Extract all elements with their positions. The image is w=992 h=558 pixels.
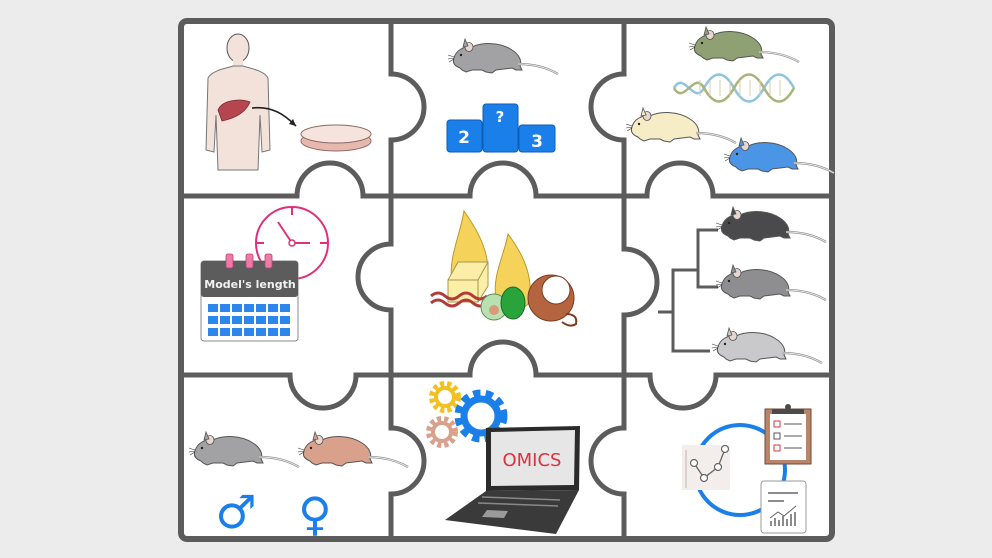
gear-icon [454, 389, 508, 443]
podium-icon: 2 ? 3 [446, 103, 556, 153]
avocado-icon [480, 286, 526, 321]
panel-model-length: Model's length [200, 206, 329, 342]
gear-icon [426, 416, 458, 448]
coconut-icon [527, 274, 578, 327]
line-chart-icon [682, 444, 730, 490]
panel-omics: OMICS [426, 381, 580, 534]
gear-icon [429, 381, 461, 413]
petri-dish-icon [300, 124, 372, 152]
liver-icon [217, 99, 251, 122]
female-symbol-icon: ♀ [298, 487, 332, 541]
laptop-icon: OMICS [445, 426, 580, 534]
podium-right-label: 3 [531, 132, 543, 152]
podium-center-label: ? [496, 108, 505, 126]
podium-left-label: 2 [458, 128, 470, 148]
calendar-label: Model's length [204, 278, 295, 291]
panel-strain-tree [658, 205, 828, 365]
laptop-screen-text: OMICS [502, 450, 561, 471]
panel-analysis-cycle [682, 404, 812, 534]
panel-human-liver-cells [205, 33, 372, 171]
butter-icon [447, 261, 489, 303]
male-symbol-icon: ♂ [215, 485, 256, 539]
panel-ranking-podium: 2 ? 3 [446, 37, 560, 153]
report-chart-icon [760, 480, 807, 534]
calendar-icon: Model's length [200, 253, 299, 342]
panel-sex: ♂ ♀ [187, 430, 410, 541]
clipboard-checklist-icon [764, 404, 812, 465]
dna-helix-icon [672, 73, 796, 103]
panel-diet-composition [430, 209, 578, 327]
panel-genetic-background [624, 25, 836, 175]
human-figure-icon [205, 33, 271, 171]
bacon-icon [430, 291, 488, 308]
tree-diagram [658, 228, 718, 353]
